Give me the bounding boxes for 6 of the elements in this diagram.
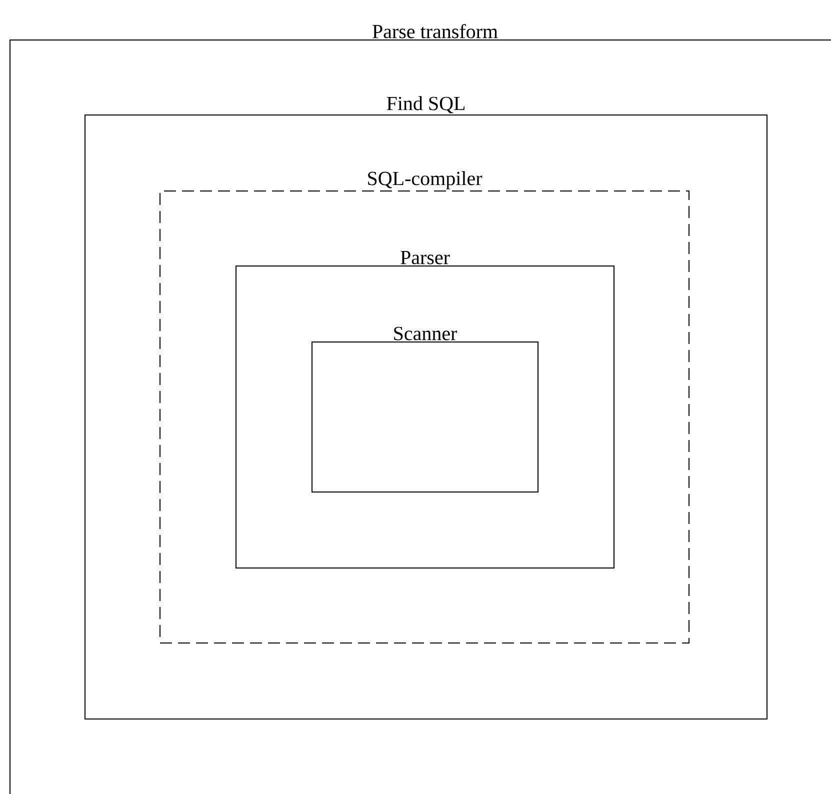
node-label: Parser <box>400 251 450 264</box>
node-label: Parse transform <box>372 24 498 38</box>
node-label: Find SQL <box>386 96 465 114</box>
node-label: SQL-compiler <box>368 171 482 190</box>
node-label: Scanner <box>394 326 458 340</box>
nested-box: Scanner <box>312 326 538 492</box>
